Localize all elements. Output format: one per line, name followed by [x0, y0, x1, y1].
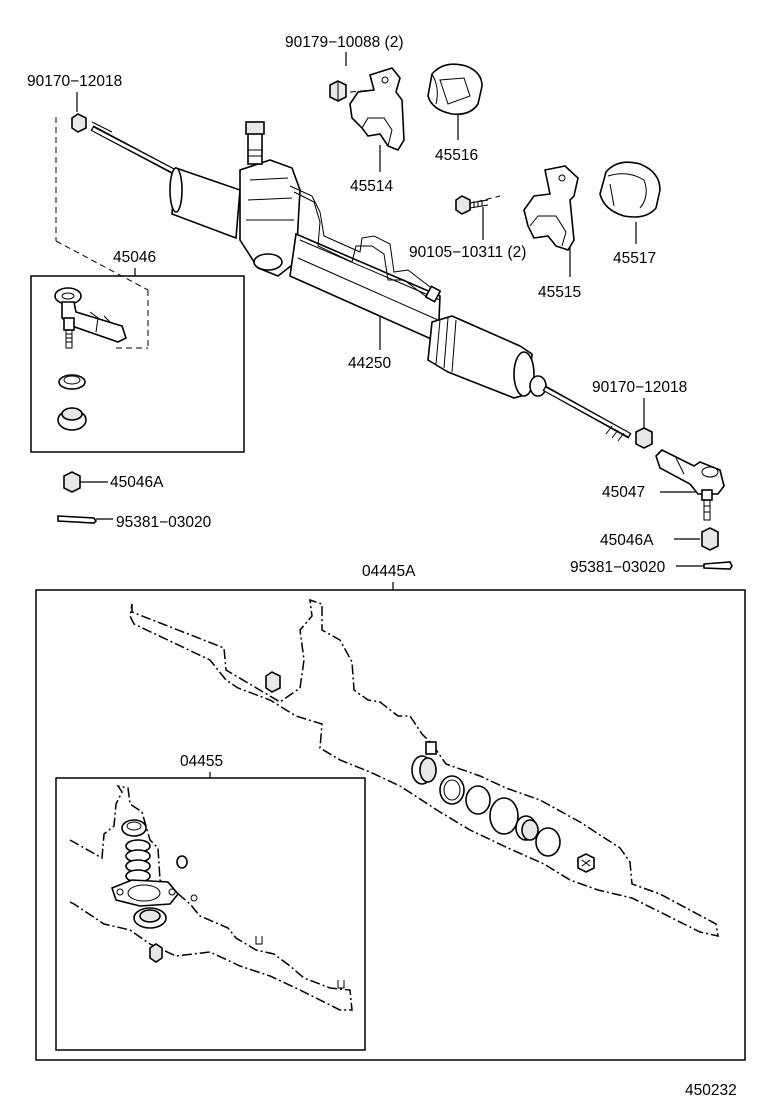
nut-45046A-left: [63, 471, 81, 493]
tie-rod-end-45047: [655, 449, 725, 521]
leader-lines: [76, 52, 704, 778]
nut-45046A-right: [701, 527, 719, 551]
label-44250: 44250: [348, 355, 391, 372]
tie-rod-end-45046: [54, 287, 127, 349]
rack-outline-04445A: [129, 598, 719, 937]
label-45517: 45517: [613, 250, 656, 267]
box-45046-kit: [30, 275, 245, 453]
cotter-pin-95381-right: [703, 561, 733, 570]
bolt-90105: [455, 195, 489, 215]
diagram-id: 450232: [685, 1082, 737, 1099]
steering-rack-44250: [71, 113, 653, 449]
bracket-45515: [523, 165, 579, 251]
box-04455-kit: [55, 777, 366, 1051]
label-45046: 45046: [113, 249, 156, 266]
boot-45046-b: [57, 407, 87, 431]
nut-90179: [329, 80, 347, 102]
label-45514: 45514: [350, 178, 393, 195]
label-45515: 45515: [538, 284, 581, 301]
bushing-45516: [427, 63, 483, 116]
label-90179-10088: 90179−10088 (2): [285, 34, 404, 51]
label-45046A-right: 45046A: [600, 532, 654, 549]
label-95381-03020-right: 95381−03020: [570, 559, 666, 576]
label-90170-12018-right: 90170−12018: [592, 379, 687, 396]
bracket-45514: [349, 67, 405, 151]
ring-45046-a: [58, 374, 86, 390]
box-04445A-kit: [35, 589, 746, 1061]
label-90170-12018-top: 90170−12018: [27, 73, 122, 90]
label-04445A: 04445A: [362, 563, 416, 580]
label-45516: 45516: [435, 147, 478, 164]
label-95381-03020-left: 95381−03020: [116, 514, 212, 531]
label-04455: 04455: [180, 753, 223, 770]
cotter-pin-95381-left: [57, 515, 98, 524]
valve-outline-04455: [69, 784, 353, 1011]
label-90105-10311: 90105−10311 (2): [409, 244, 526, 261]
label-45046A-left: 45046A: [110, 474, 164, 491]
bushing-45517: [599, 161, 661, 218]
label-45047: 45047: [602, 484, 645, 501]
